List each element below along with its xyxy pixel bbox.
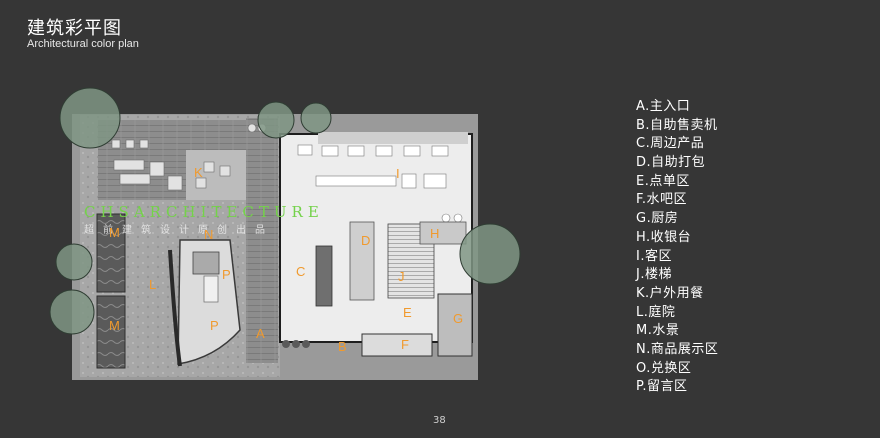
legend-item: D.自助打包 (636, 155, 706, 171)
display-pedestal (192, 251, 220, 275)
legend-item: I.客区 (636, 248, 672, 264)
water-feature-upper (96, 213, 126, 293)
legend-item: N.商品展示区 (636, 341, 719, 357)
legend-item: E.点单区 (636, 173, 690, 189)
merchandise-shelf (315, 245, 333, 307)
vending-machines (282, 340, 310, 348)
curved-wall (168, 249, 182, 367)
legend-item: P.留言区 (636, 379, 688, 395)
plan-label-p-lower: P (210, 318, 219, 333)
plan-label-g: G (453, 311, 463, 326)
watermark-text-cn: 超前建筑设计原创出品 (84, 223, 274, 236)
legend-item: H.收银台 (636, 229, 692, 245)
plan-label-d: D (361, 233, 370, 248)
plan-label-m-upper: M (109, 225, 120, 240)
legend-item: O.兑换区 (636, 360, 692, 376)
cashier-counter (419, 221, 467, 245)
legend-item: J.楼梯 (636, 267, 672, 283)
plan-label-c: C (296, 264, 305, 279)
legend-item: A.主入口 (636, 99, 691, 114)
legend: A.主入口 B.自助售卖机 C.周边产品 D.自助打包 E.点单区 F.水吧区 … (636, 98, 718, 397)
plan-label-i: I (396, 166, 400, 181)
plan-label-f: F (401, 337, 409, 352)
kitchen (437, 293, 473, 357)
guest-seating (297, 144, 463, 223)
plan-label-b: B (338, 339, 347, 354)
plan-label-m-lower: M (109, 318, 120, 333)
plan-label-l: L (149, 277, 156, 292)
outdoor-furniture (111, 123, 267, 191)
water-bar (361, 333, 433, 357)
plan-label-a: A (256, 326, 265, 341)
display-plinth (203, 275, 219, 303)
legend-item: C.周边产品 (636, 136, 705, 152)
page-number: 38 (433, 415, 446, 426)
outdoor-seating-area (186, 150, 246, 200)
water-feature-lower (96, 295, 126, 369)
window-bay-row (318, 132, 468, 144)
page-subtitle: Architectural color plan (27, 38, 139, 50)
plan-label-p-upper: P (222, 267, 231, 282)
legend-item: L.庭院 (636, 304, 676, 320)
page-title: 建筑彩平图 (27, 18, 122, 39)
legend-item: G.厨房 (636, 211, 679, 227)
watermark-text-en: CHSARCHITECTURE (84, 203, 324, 221)
plan-label-h: H (430, 226, 439, 241)
wood-walkway (246, 118, 278, 363)
legend-item: B.自助售卖机 (636, 117, 718, 133)
packing-counter (349, 221, 375, 301)
plan-label-k: K (194, 165, 203, 180)
trees (49, 87, 521, 335)
legend-item: F.水吧区 (636, 192, 688, 208)
plan-label-j: J (398, 269, 405, 284)
plan-label-n: N (204, 227, 213, 242)
legend-item: M.水景 (636, 323, 680, 339)
legend-item: K.户外用餐 (636, 285, 704, 301)
plan-label-e: E (403, 305, 412, 320)
